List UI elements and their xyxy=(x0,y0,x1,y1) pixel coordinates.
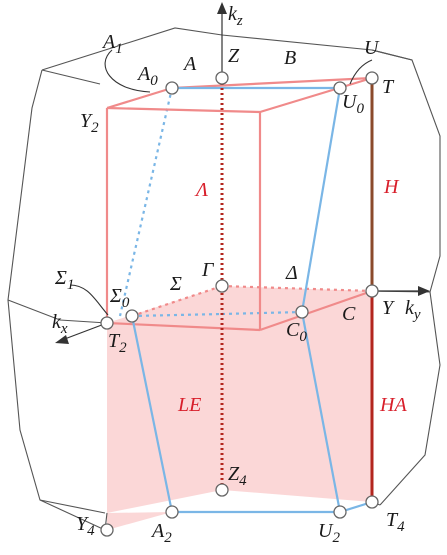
ky-arrowhead xyxy=(418,286,430,296)
node-Z4 xyxy=(215,483,229,497)
label-LE: LE xyxy=(177,394,201,416)
label-U: U xyxy=(364,37,380,59)
label-Sigma0: Σ0 xyxy=(109,285,130,311)
sigma1-leader xyxy=(69,284,109,316)
node-T xyxy=(365,71,379,85)
label-A: A xyxy=(182,53,197,75)
label-Lambda: Λ xyxy=(194,179,208,201)
label-C: C xyxy=(342,303,356,325)
label-U2: U2 xyxy=(318,520,340,546)
pink-hidden-edges xyxy=(131,284,373,318)
label-Y4: Y4 xyxy=(76,513,95,539)
node-T4 xyxy=(365,495,379,509)
node-Sigma0 xyxy=(125,309,139,323)
label-HA: HA xyxy=(379,394,407,416)
label-A0: A0 xyxy=(136,63,158,89)
node-U2 xyxy=(333,505,347,519)
node-C0 xyxy=(295,305,309,319)
blue-hidden-edges xyxy=(118,87,303,318)
kx-axis xyxy=(61,322,108,341)
label-Delta: Δ xyxy=(285,262,298,284)
label-Z4: Z4 xyxy=(228,463,247,489)
axes xyxy=(61,8,422,341)
node-Y4 xyxy=(100,523,114,537)
nodes xyxy=(100,71,379,537)
label-T4: T4 xyxy=(386,509,405,535)
label-Z: Z xyxy=(228,45,240,67)
label-Sigma: Σ xyxy=(169,273,182,295)
label-C0: C0 xyxy=(286,319,307,345)
pink-box-edges xyxy=(105,76,373,332)
axis-label-kz: kz xyxy=(228,3,243,29)
label-Y: Y xyxy=(382,297,395,319)
label-Y2: Y2 xyxy=(80,110,99,136)
node-Y xyxy=(365,284,379,298)
label-Sigma1: Σ1 xyxy=(54,267,74,293)
le-shaded-tail xyxy=(107,512,172,530)
node-U0 xyxy=(333,81,347,95)
node-Gamma xyxy=(215,279,229,293)
label-T: T xyxy=(382,76,395,98)
node-Z xyxy=(215,71,229,85)
axis-label-kx: kx xyxy=(52,311,68,337)
label-A1: A1 xyxy=(101,31,123,57)
label-H: H xyxy=(383,176,400,198)
kx-arrowhead xyxy=(55,335,69,344)
leader-lines xyxy=(69,49,373,316)
label-U0: U0 xyxy=(342,91,364,117)
kz-arrowhead xyxy=(217,2,227,14)
axis-label-ky: ky xyxy=(405,297,421,323)
label-Gamma: Γ xyxy=(201,259,215,281)
le-shaded-plane xyxy=(107,286,372,513)
label-T2: T2 xyxy=(108,330,127,356)
u-leader xyxy=(349,59,373,85)
label-B: B xyxy=(284,47,296,69)
a1-leader xyxy=(104,49,151,93)
node-T2 xyxy=(100,316,114,330)
node-A0 xyxy=(165,81,179,95)
node-A2 xyxy=(165,505,179,519)
label-A2: A2 xyxy=(150,520,172,546)
